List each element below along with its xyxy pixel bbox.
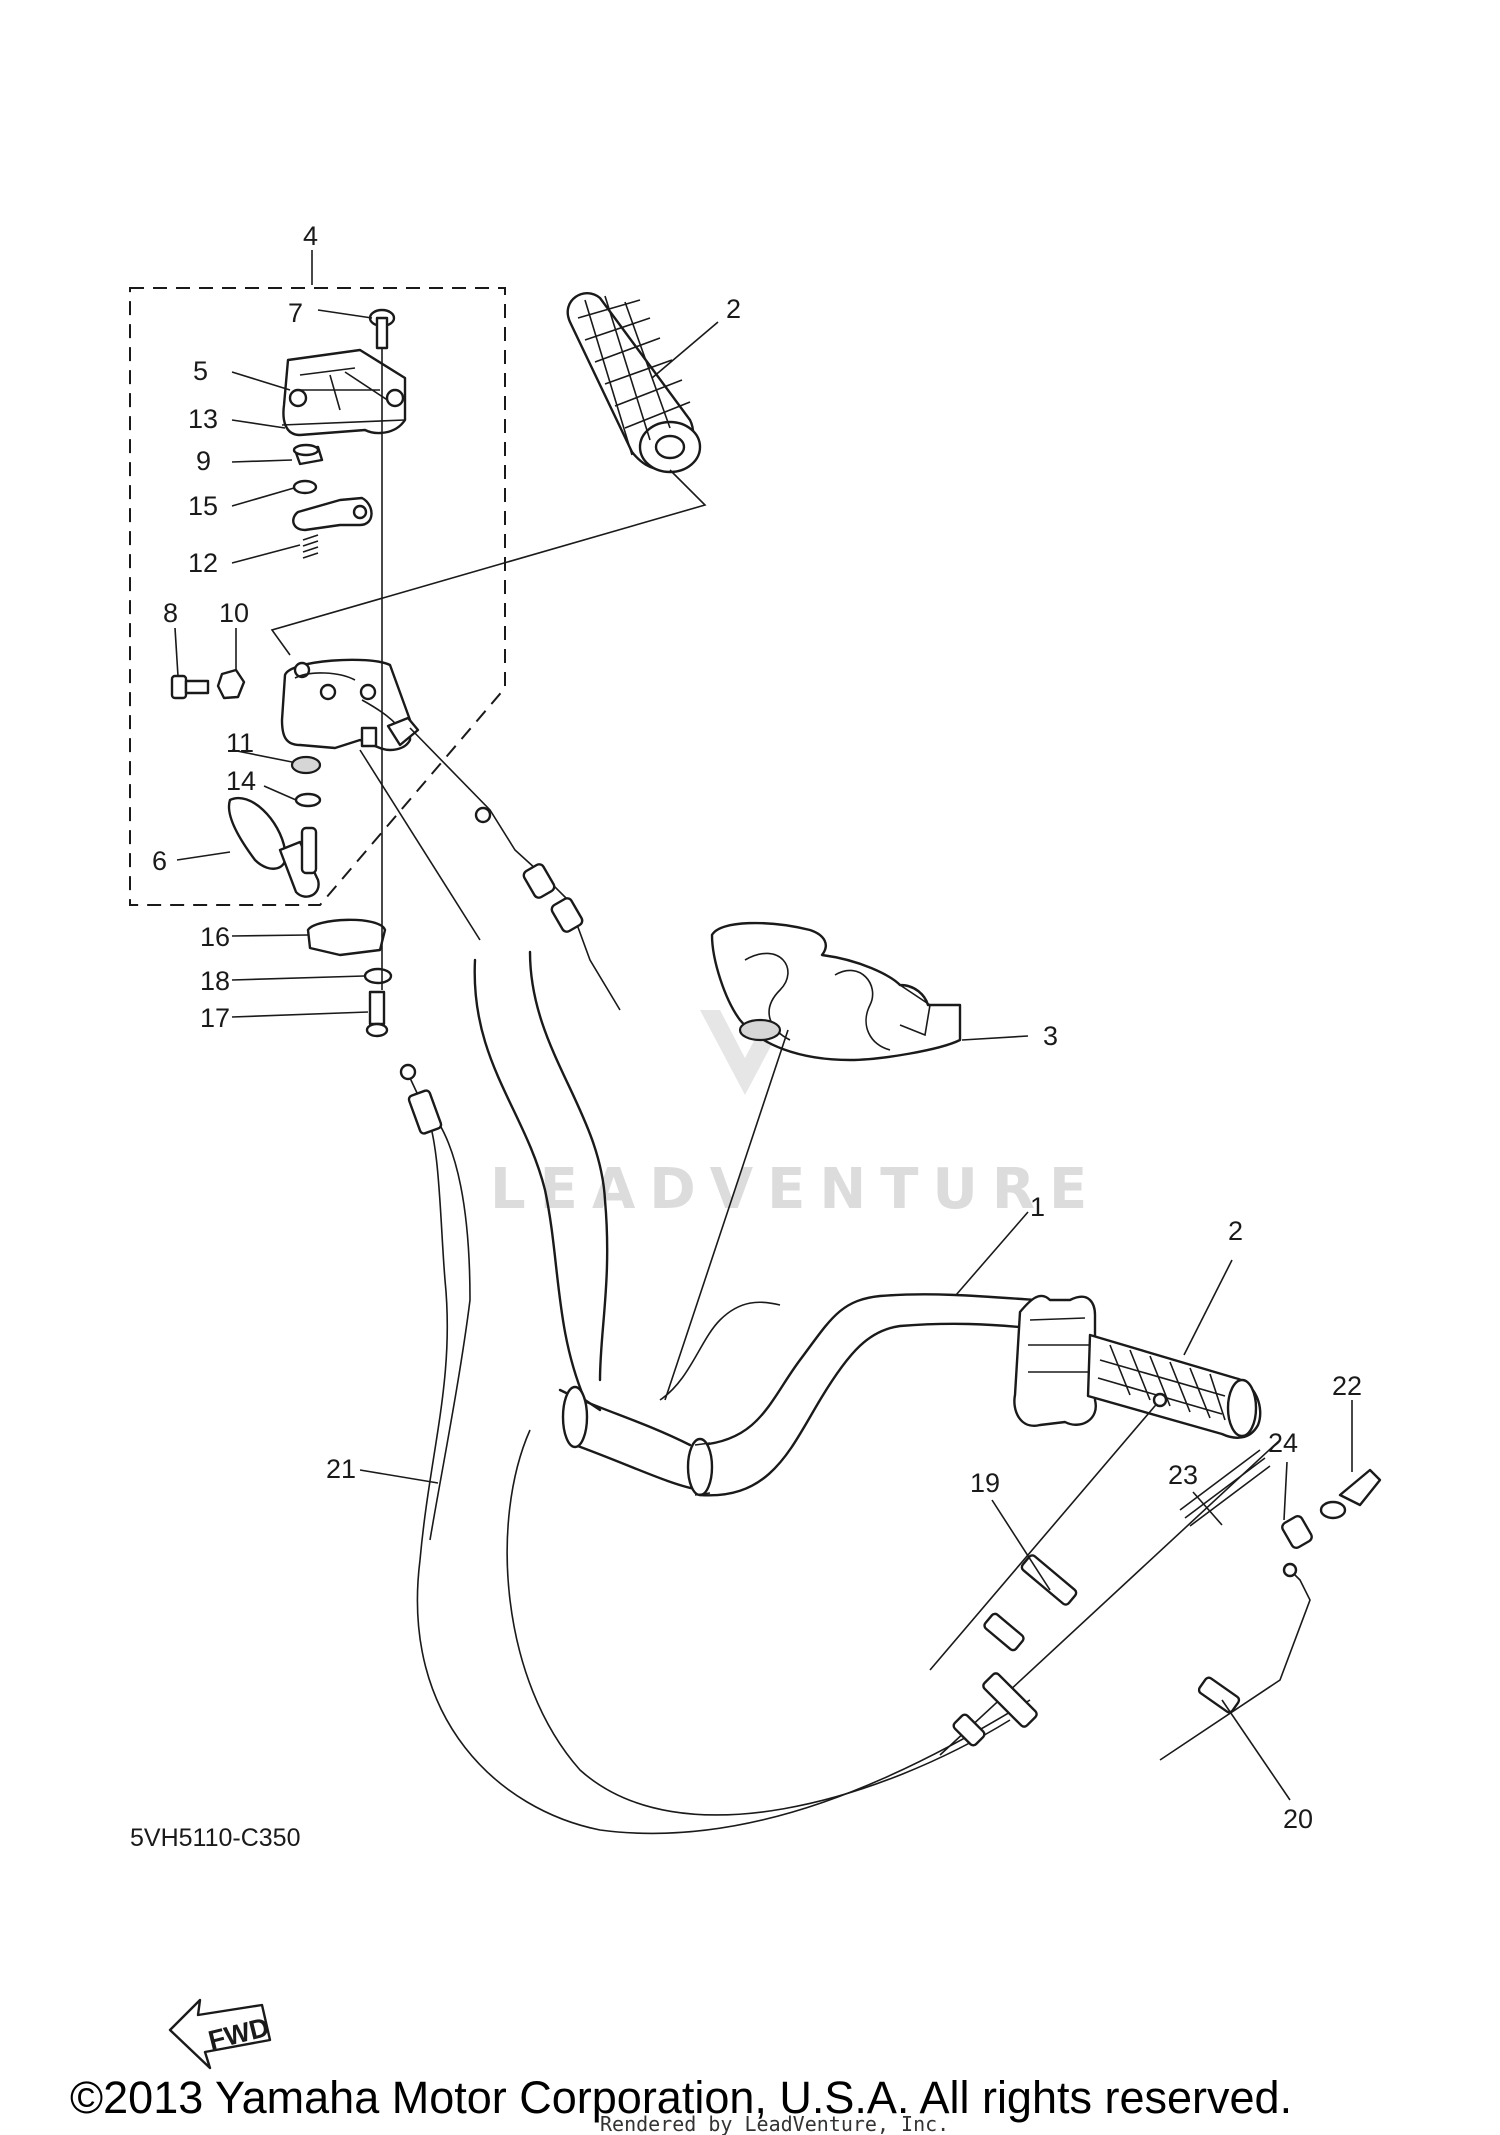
callout-4: 4 xyxy=(303,221,318,251)
callout-1: 1 xyxy=(1030,1192,1045,1222)
adjuster-24 xyxy=(1281,1515,1313,1549)
bolt-8 xyxy=(170,674,210,700)
nut-10 xyxy=(216,668,246,700)
wing-bolt-22 xyxy=(1319,1468,1382,1520)
callout-2-right: 2 xyxy=(1228,1216,1243,1246)
right-grip xyxy=(1086,1333,1262,1439)
cable-23 xyxy=(939,1439,1281,1756)
handlebar-pad xyxy=(710,921,962,1062)
cable-routing-upper xyxy=(659,1301,781,1401)
callout-22: 22 xyxy=(1332,1371,1362,1401)
cable-20 xyxy=(1159,1562,1311,1761)
clutch-cable-upper xyxy=(409,727,621,1011)
callout-3: 3 xyxy=(1043,1021,1058,1051)
callout-18: 18 xyxy=(200,966,230,996)
callout-17: 17 xyxy=(200,1003,230,1033)
leader-pad-to-bar xyxy=(664,1029,789,1401)
callout-15: 15 xyxy=(188,491,218,521)
callout-14: 14 xyxy=(226,766,256,796)
handlebar xyxy=(473,950,1037,1497)
leader-grip-to-housing xyxy=(270,469,707,656)
callout-leaders xyxy=(174,250,1353,1801)
washer-14 xyxy=(294,792,322,808)
assembly-boundary xyxy=(129,287,506,906)
cable-19 xyxy=(929,1392,1168,1671)
callout-9: 9 xyxy=(196,446,211,476)
callout-5: 5 xyxy=(193,356,208,386)
fwd-arrow-icon: FWD xyxy=(168,1998,272,2070)
throttle-housing xyxy=(1013,1294,1097,1427)
callout-21: 21 xyxy=(326,1454,356,1484)
clamp-16 xyxy=(306,918,387,957)
callout-20: 20 xyxy=(1283,1804,1313,1834)
callout-8: 8 xyxy=(163,598,178,628)
nut-9 xyxy=(292,443,324,466)
callout-24: 24 xyxy=(1268,1428,1298,1458)
watermark-text: LEADVENTURE xyxy=(490,1157,1101,1222)
screw-7 xyxy=(368,308,396,350)
callout-11: 11 xyxy=(226,728,254,758)
copyright-text: ©2013 Yamaha Motor Corporation, U.S.A. A… xyxy=(70,2072,1292,2123)
lever-plate xyxy=(292,496,373,532)
callout-7: 7 xyxy=(288,298,303,328)
callout-19: 19 xyxy=(970,1468,1000,1498)
left-grip xyxy=(566,292,702,474)
spring-12 xyxy=(302,534,319,559)
callout-6: 6 xyxy=(152,846,167,876)
callout-labels: 4 7 5 13 9 15 12 8 10 11 14 6 16 18 17 2… xyxy=(152,221,1362,1834)
callout-13: 13 xyxy=(188,404,218,434)
switch-cover xyxy=(281,348,407,437)
callout-16: 16 xyxy=(200,922,230,952)
callout-10: 10 xyxy=(219,598,249,628)
callout-2-top: 2 xyxy=(726,294,741,324)
throttle-cable xyxy=(399,1063,1031,1835)
callout-23: 23 xyxy=(1168,1460,1198,1490)
part-code: 5VH5110-C350 xyxy=(130,1824,300,1852)
washer-15 xyxy=(292,479,318,495)
leader-housing-to-bar xyxy=(359,749,481,941)
bolt-17 xyxy=(365,990,389,1038)
thumb-lever xyxy=(227,796,320,898)
washer-18 xyxy=(363,967,393,985)
rendered-by-text: Rendered by LeadVenture, Inc. xyxy=(600,2112,949,2135)
washer-11 xyxy=(290,755,322,775)
clutch-perch-housing xyxy=(280,658,420,752)
callout-12: 12 xyxy=(188,548,218,578)
